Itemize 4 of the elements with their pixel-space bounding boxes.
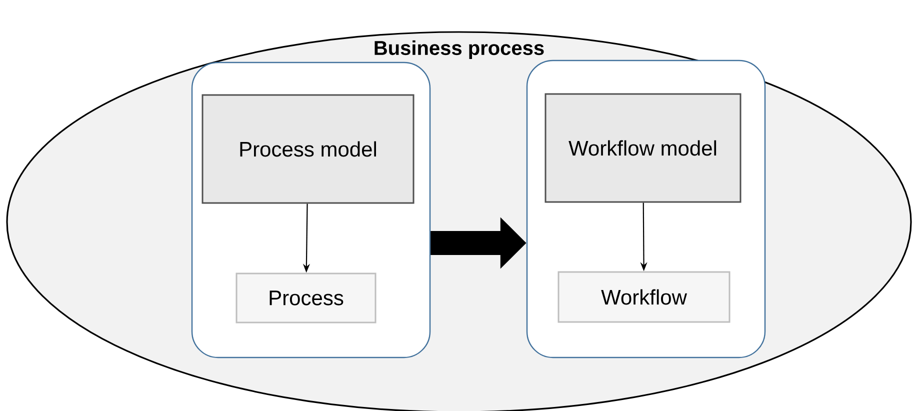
model-box: Process model [202,94,414,204]
item-box: Workflow [558,271,730,323]
model-box: Workflow model [544,93,742,203]
item-box: Process [236,272,376,324]
